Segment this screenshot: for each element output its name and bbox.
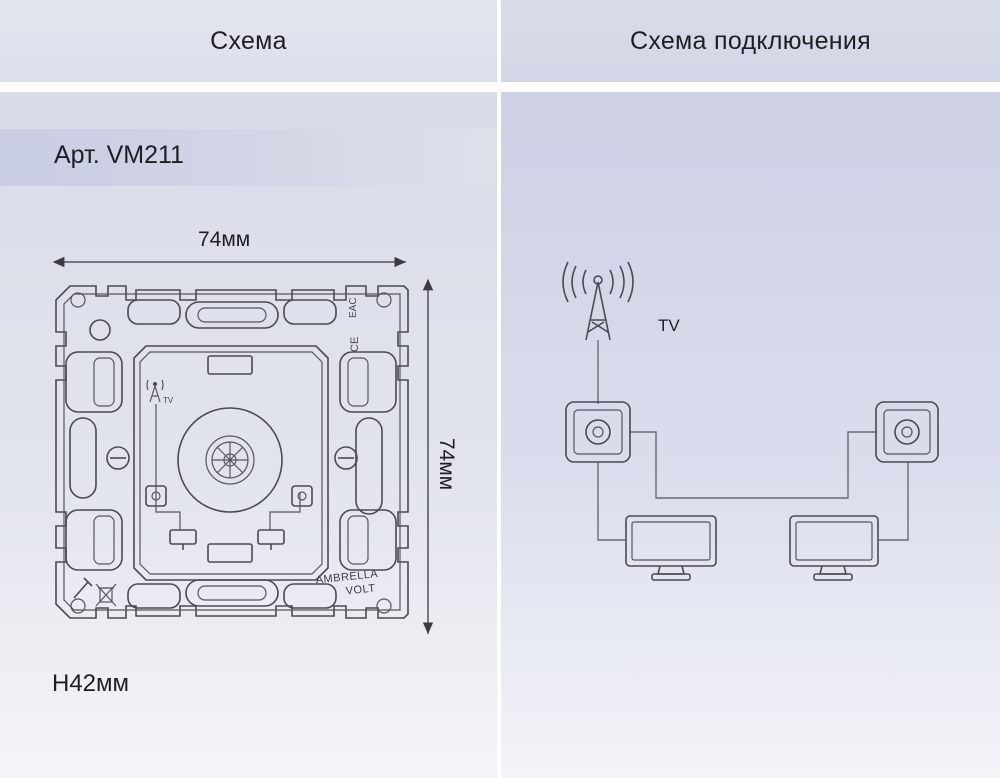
tv-label: TV — [658, 316, 680, 335]
tab-scheme-label: Схема — [210, 26, 287, 55]
monitor-icon — [789, 515, 879, 581]
tab-connection-scheme[interactable]: Схема подключения — [501, 0, 1000, 82]
tv-socket-body: TV — [133, 345, 329, 581]
article-band — [0, 129, 497, 186]
width-dimension-label: 74мм — [198, 228, 251, 251]
tab-connection-scheme-label: Схема подключения — [629, 26, 872, 55]
tool-icon — [73, 577, 93, 599]
tv-socket-icon — [565, 401, 631, 463]
article-number: Арт. VM211 — [54, 141, 184, 169]
svg-text:TV: TV — [163, 396, 174, 405]
height-dimension-label: 74мм — [435, 437, 458, 491]
eac-mark: EAC — [348, 297, 359, 318]
antenna-mark-icon: TV — [146, 379, 174, 405]
brand-line2: VOLT — [345, 582, 376, 597]
tab-scheme[interactable]: Схема — [0, 0, 497, 82]
mounting-plate: EAC CE — [55, 285, 409, 619]
antenna-icon — [562, 261, 634, 341]
tv-socket-icon — [875, 401, 939, 463]
depth-label: H42мм — [52, 670, 130, 697]
ce-mark: CE — [349, 337, 361, 352]
scheme-panel — [0, 92, 497, 778]
recycle-bin-crossed-icon — [95, 583, 117, 607]
connection-panel — [501, 92, 1000, 778]
monitor-icon — [625, 515, 717, 581]
